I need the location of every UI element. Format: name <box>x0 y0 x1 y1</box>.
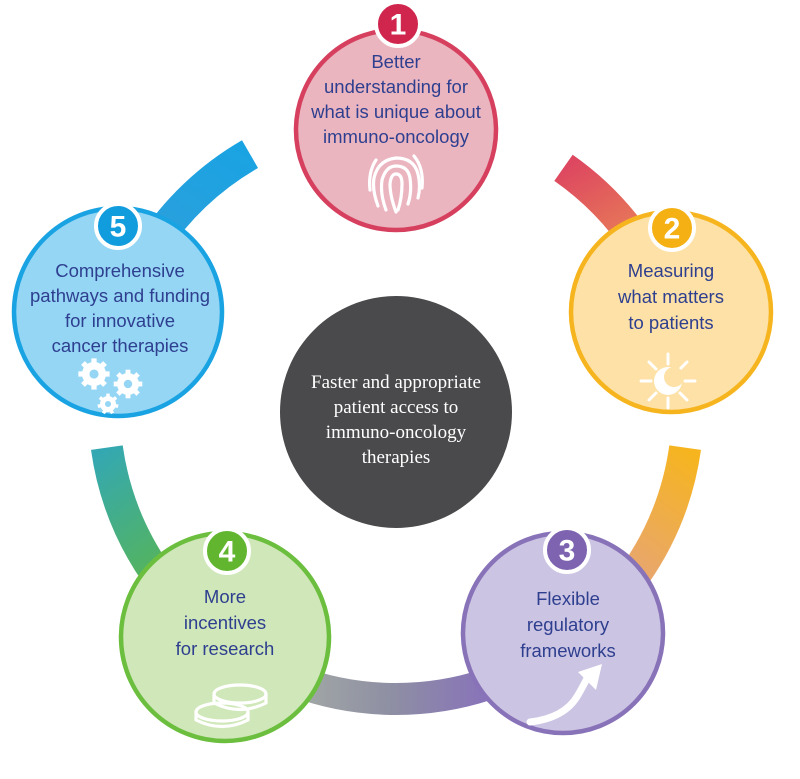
node-4-line-2: incentives <box>184 612 266 633</box>
node-5-line-3: for innovative <box>65 310 175 331</box>
node-4: More incentives for research 4 <box>118 527 332 744</box>
node-3-line-1: Flexible <box>536 588 600 609</box>
node-3-line-2: regulatory <box>527 614 610 635</box>
fingerprint-icon <box>368 154 424 214</box>
node-2-line-3: to patients <box>628 312 713 333</box>
node-5: Comprehensive pathways and funding for i… <box>11 202 225 419</box>
node-1: Better understanding for what is unique … <box>293 0 499 233</box>
upward-arrow-icon <box>526 664 602 726</box>
node-3-badge <box>543 526 591 574</box>
node-1-line-1: Better <box>371 51 420 72</box>
node-3-line-3: frameworks <box>520 640 616 661</box>
node-1-line-4: immuno-oncology <box>323 126 470 147</box>
node-5-line-4: cancer therapies <box>52 335 189 356</box>
node-4-line-3: for research <box>176 638 275 659</box>
node-2-line-1: Measuring <box>628 260 714 281</box>
center-circle <box>280 296 512 528</box>
node-2: Measuring what matters to patients 2 <box>568 204 774 415</box>
node-3-number: 3 <box>559 535 576 568</box>
node-5-line-2: pathways and funding <box>30 285 210 306</box>
node-2-line-2: what matters <box>617 286 724 307</box>
ring-segment-seg-3-4 <box>290 666 492 715</box>
center-line-4: therapies <box>362 447 431 468</box>
center-line-1: Faster and appropriate <box>311 372 481 393</box>
node-4-number: 4 <box>219 536 236 569</box>
node-3: Flexible regulatory frameworks 3 <box>460 526 666 736</box>
node-4-line-1: More <box>204 586 246 607</box>
node-1-badge <box>374 0 422 48</box>
node-1-number: 1 <box>390 9 407 42</box>
sun-moon-icon <box>639 352 697 410</box>
node-4-badge <box>203 527 251 575</box>
center-line-3: immuno-oncology <box>326 422 467 443</box>
node-5-badge <box>94 202 142 250</box>
center-line-2: patient access to <box>334 397 459 418</box>
node-5-number: 5 <box>110 211 127 244</box>
node-1-line-2: understanding for <box>324 76 468 97</box>
node-5-line-1: Comprehensive <box>55 260 185 281</box>
node-2-number: 2 <box>664 213 681 246</box>
node-2-badge <box>648 204 696 252</box>
gears-icon <box>78 358 143 415</box>
node-1-line-3: what is unique about <box>310 101 481 122</box>
center-hub: Faster and appropriate patient access to… <box>280 296 512 528</box>
coins-icon <box>194 683 268 729</box>
